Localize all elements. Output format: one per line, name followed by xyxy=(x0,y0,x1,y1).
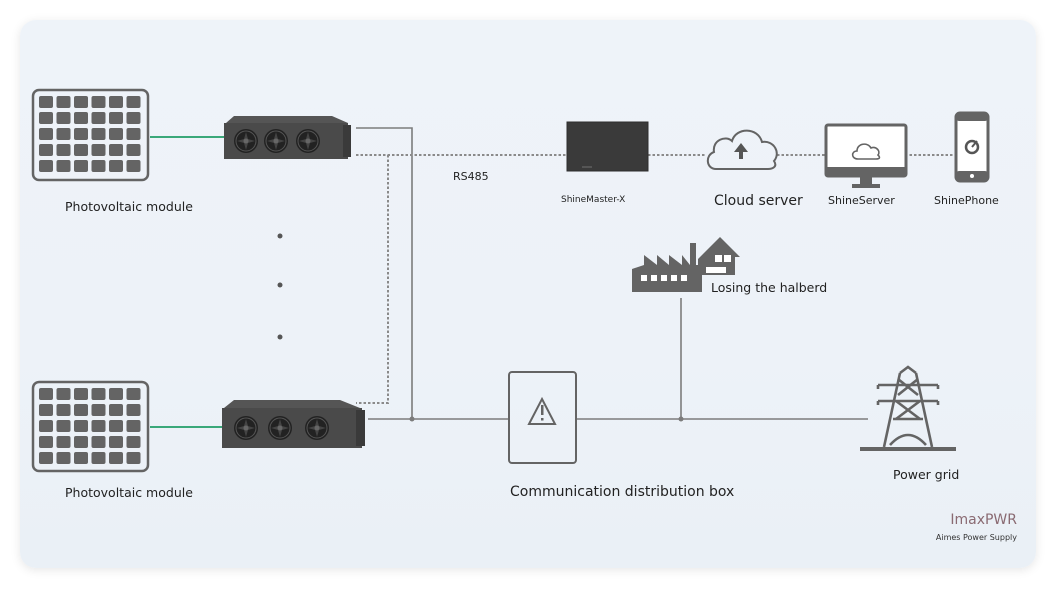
pv-cell xyxy=(74,388,88,400)
shinephone-label: ShinePhone xyxy=(934,194,999,207)
pv-cell xyxy=(109,452,123,464)
pv-cell xyxy=(126,404,141,416)
pv-cell xyxy=(126,420,141,432)
pv-cell xyxy=(56,144,71,156)
pv-cell xyxy=(126,160,141,172)
inverter-icon-bottom xyxy=(222,400,365,448)
pv-cell xyxy=(126,436,141,448)
pv-cell xyxy=(74,436,88,448)
load-label: Losing the halberd xyxy=(711,280,828,295)
pv-cell xyxy=(39,388,53,400)
pv-cell xyxy=(91,388,106,400)
pv-cell xyxy=(74,452,88,464)
pv-cell xyxy=(91,144,106,156)
shineserver-label: ShineServer xyxy=(828,194,895,207)
pv-cell xyxy=(109,404,123,416)
pv-cell xyxy=(109,128,123,140)
pv-cell xyxy=(91,112,106,124)
pv-cell xyxy=(109,388,123,400)
pv-cell xyxy=(74,96,88,108)
inverter-icon-top xyxy=(224,116,351,159)
shinemaster-label: ShineMaster-X xyxy=(561,195,626,205)
pv-cell xyxy=(74,144,88,156)
pv-cell xyxy=(56,388,71,400)
diagram-card xyxy=(20,20,1036,568)
pv-cell xyxy=(56,128,71,140)
power-tower-icon xyxy=(860,365,956,451)
pv-cell xyxy=(74,112,88,124)
smartphone-icon xyxy=(954,111,990,183)
more-inverters-ellipsis xyxy=(277,233,283,340)
power-grid-label: Power grid xyxy=(893,467,960,482)
pv-cell xyxy=(109,160,123,172)
ac-junction-2 xyxy=(678,416,684,422)
rs485-bus xyxy=(356,154,956,404)
pv-cell xyxy=(56,160,71,172)
pv-cell xyxy=(109,96,123,108)
pv-cell xyxy=(91,452,106,464)
distribution-box-icon xyxy=(508,371,577,464)
shinemaster-device-icon xyxy=(566,121,649,172)
cloud-upload-icon xyxy=(706,129,778,170)
pv-cell xyxy=(56,436,71,448)
rs485-label: RS485 xyxy=(453,170,489,183)
pv-module-label-bottom: Photovoltaic module xyxy=(65,485,193,500)
pv-cell xyxy=(126,452,141,464)
pv-cell xyxy=(109,112,123,124)
pv-cell xyxy=(91,128,106,140)
pv-cell xyxy=(39,96,53,108)
pv-cell xyxy=(74,160,88,172)
monitor-icon xyxy=(824,123,908,188)
pv-cell xyxy=(39,144,53,156)
pv-cell xyxy=(109,436,123,448)
watermark-subtitle: Aimes Power Supply xyxy=(935,533,1017,542)
pv-cell xyxy=(39,436,53,448)
pv-cell xyxy=(109,144,123,156)
pv-module-icon-top xyxy=(31,88,150,182)
pv-cell xyxy=(91,436,106,448)
pv-cell xyxy=(74,404,88,416)
pv-module-label-top: Photovoltaic module xyxy=(65,199,193,214)
pv-cell xyxy=(39,112,53,124)
pv-cell xyxy=(39,420,53,432)
pv-cell xyxy=(56,96,71,108)
pv-cell xyxy=(56,112,71,124)
cloud-server-label: Cloud server xyxy=(714,193,803,209)
ac-line-top-inverter xyxy=(356,127,413,419)
pv-module-icon-bottom xyxy=(31,380,150,473)
factory-house-icon xyxy=(632,237,740,292)
pv-cell xyxy=(74,128,88,140)
pv-cell xyxy=(39,452,53,464)
pv-cell xyxy=(126,96,141,108)
pv-cell xyxy=(91,96,106,108)
pv-cell xyxy=(56,452,71,464)
pv-cell xyxy=(56,420,71,432)
pv-cell xyxy=(39,404,53,416)
pv-cell xyxy=(126,128,141,140)
pv-cell xyxy=(39,128,53,140)
pv-cell xyxy=(91,420,106,432)
pv-cell xyxy=(109,420,123,432)
pv-cell xyxy=(126,388,141,400)
distribution-box-label: Communication distribution box xyxy=(510,484,735,500)
pv-cell xyxy=(39,160,53,172)
pv-cell xyxy=(126,112,141,124)
pv-cell xyxy=(126,144,141,156)
pv-cell xyxy=(74,420,88,432)
pv-cell xyxy=(56,404,71,416)
watermark-brand: ImaxPWR xyxy=(950,512,1017,528)
pv-cell xyxy=(91,160,106,172)
ac-junction-1 xyxy=(409,416,415,422)
pv-cell xyxy=(91,404,106,416)
